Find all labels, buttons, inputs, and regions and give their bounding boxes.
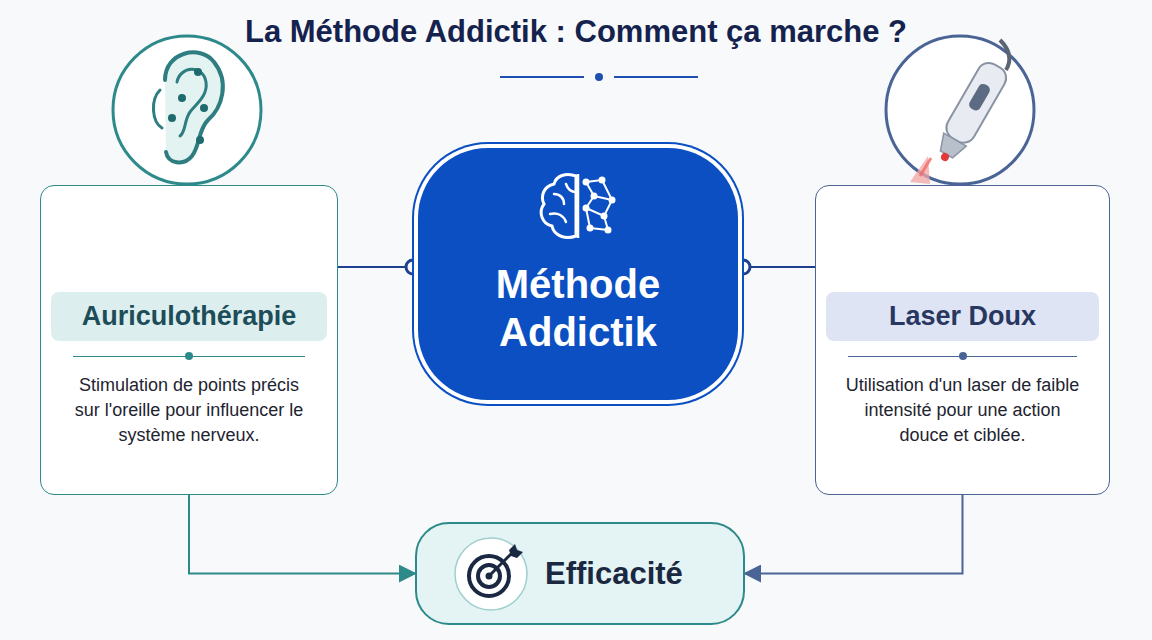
connector (189, 495, 415, 574)
card-description: Stimulation de points précis sur l'oreil… (51, 373, 327, 449)
method-card: AuriculothérapieStimulation de points pr… (40, 185, 338, 495)
central-node: Méthode Addictik (418, 148, 738, 400)
title-rule (500, 76, 584, 78)
divider-rule (848, 349, 1077, 363)
title-rule (614, 76, 698, 78)
method-card: Laser DouxUtilisation d'un laser de faib… (815, 185, 1110, 495)
connector (745, 495, 963, 574)
laser-icon (886, 36, 1034, 184)
brain-icon (536, 170, 620, 246)
connector-dot (736, 260, 750, 274)
title-dot (595, 73, 603, 81)
diagram-title: La Méthode Addictik : Comment ça marche … (0, 14, 1152, 50)
card-description: Utilisation d'un laser de faible intensi… (826, 373, 1099, 449)
node-label: Efficacité (545, 556, 683, 592)
result-pill: Efficacité (415, 522, 745, 625)
divider-rule (73, 349, 305, 363)
card-heading: Laser Doux (826, 292, 1099, 341)
card-heading: Auriculothérapie (51, 292, 327, 341)
node-label: Méthode Addictik (432, 260, 724, 356)
ear-icon (113, 36, 261, 184)
target-icon (453, 536, 529, 612)
